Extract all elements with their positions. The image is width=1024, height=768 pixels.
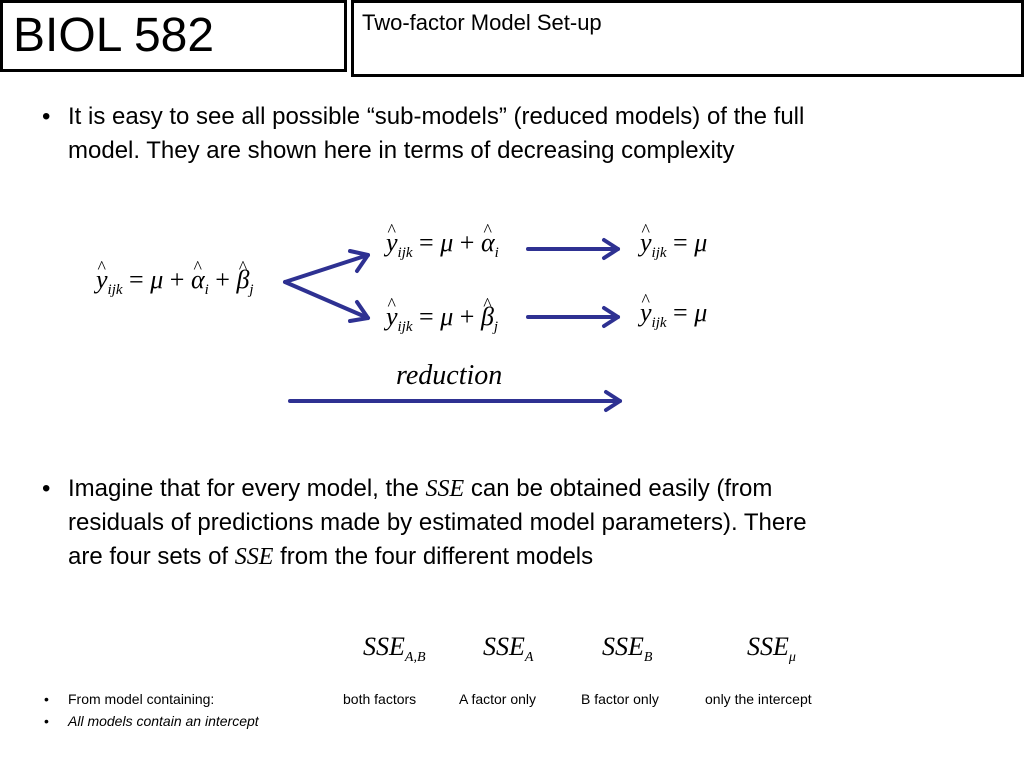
sse-inline: SSE bbox=[425, 476, 465, 502]
footnote-b-only: B factor only bbox=[581, 691, 659, 707]
arrow-to-model-b bbox=[283, 280, 370, 323]
intercept-model-equation-2: yijk = μ bbox=[640, 298, 707, 338]
footnote-a-only: A factor only bbox=[459, 691, 537, 707]
model-a-equation: yijk = μ + αi bbox=[386, 228, 499, 268]
arrow-a-to-intercept bbox=[526, 238, 620, 260]
footnote-note: All models contain an intercept bbox=[68, 713, 259, 729]
reduction-arrow bbox=[288, 390, 622, 412]
footnote-intercept: only the intercept bbox=[705, 691, 812, 707]
intercept-model-equation-1: yijk = μ bbox=[640, 228, 707, 268]
bullet-2-line-3: are four sets of SSE from the four diffe… bbox=[68, 543, 594, 570]
footnote-bullet: • bbox=[44, 691, 49, 707]
slide-title: Two-factor Model Set-up bbox=[362, 10, 602, 35]
sse-ab: SSEA,B bbox=[363, 632, 426, 665]
reduction-label: reduction bbox=[396, 360, 503, 391]
arrow-to-model-a bbox=[283, 249, 370, 284]
bullet-1-line-1: It is easy to see all possible “sub-mode… bbox=[68, 103, 805, 130]
bullet-1-line-2: model. They are shown here in terms of d… bbox=[68, 137, 735, 164]
bullet-marker: • bbox=[42, 475, 51, 502]
bullet-2-line-2: residuals of predictions made by estimat… bbox=[68, 509, 807, 536]
course-title: BIOL 582 bbox=[13, 9, 215, 62]
full-model-equation: yijk = μ + αi + βj bbox=[96, 265, 254, 305]
bullet-marker: • bbox=[42, 103, 51, 130]
model-b-equation: yijk = μ + βj bbox=[386, 302, 498, 342]
sse-inline: SSE bbox=[234, 544, 274, 570]
arrow-b-to-intercept bbox=[526, 306, 620, 328]
bullet-2-line-1: Imagine that for every model, the SSE ca… bbox=[68, 475, 773, 502]
sse-a: SSEA bbox=[483, 632, 534, 665]
footnote-both-factors: both factors bbox=[343, 691, 417, 707]
sse-b: SSEB bbox=[602, 632, 653, 665]
footnote-bullet: • bbox=[44, 713, 49, 729]
course-title-box: BIOL 582 bbox=[0, 0, 347, 72]
slide-title-box: Two-factor Model Set-up bbox=[351, 0, 1024, 77]
sse-mu: SSEμ bbox=[747, 632, 796, 665]
footnote-row-label: From model containing: bbox=[68, 691, 215, 707]
